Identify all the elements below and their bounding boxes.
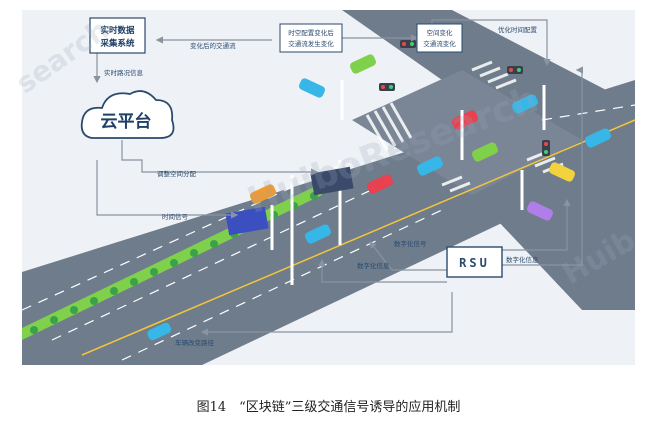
lane-lines [22,104,635,361]
cloud-label: 云平台 [101,111,152,132]
signal-right-label-1: 空间变化 [427,28,454,37]
label-timing-signal: 时间信号 [162,212,189,221]
yellow-line [81,119,635,356]
intersection [352,70,582,195]
figure-caption: 图14 “区块链”三级交通信号诱导的应用机制 [196,400,461,415]
label-changed-flow: 变化后的交通流 [190,41,236,50]
label-adjust-space: 调整空间分配 [157,169,197,178]
cars [147,54,612,341]
signal-right-node [416,23,463,53]
traffic-diagram: 实时数据 采集系统 云平台 RSU 时空配置变化后 交通流发生变化 空间变化 交… [22,10,635,365]
label-vehicle-change: 车辆改变路径 [175,338,215,347]
label-realtime-info: 实时路况信息 [104,68,144,77]
timing-opt-label: 优化时间配置 [498,25,538,34]
data-system-node [89,17,146,54]
rsu-node [446,246,503,278]
display-board [310,166,354,196]
traffic-lights [379,40,550,156]
signal-left-node [279,23,343,53]
label-digital-info: 数字化信息 [357,261,390,270]
signal-left-label-1: 时空配置变化后 [288,28,334,37]
rsu-label: RSU [459,256,490,270]
data-system-label-1: 实时数据 [100,25,135,36]
label-digital-guide-1: 数字化信号 [394,239,427,248]
data-system-label-2: 采集系统 [99,38,135,49]
label-digital-guide-2: 数字化信息 [506,255,539,264]
signal-right-label-2: 交通流变化 [423,39,456,48]
cloud-node: 云平台 [80,90,175,139]
signal-left-label-2: 交通流发生变化 [288,39,334,48]
